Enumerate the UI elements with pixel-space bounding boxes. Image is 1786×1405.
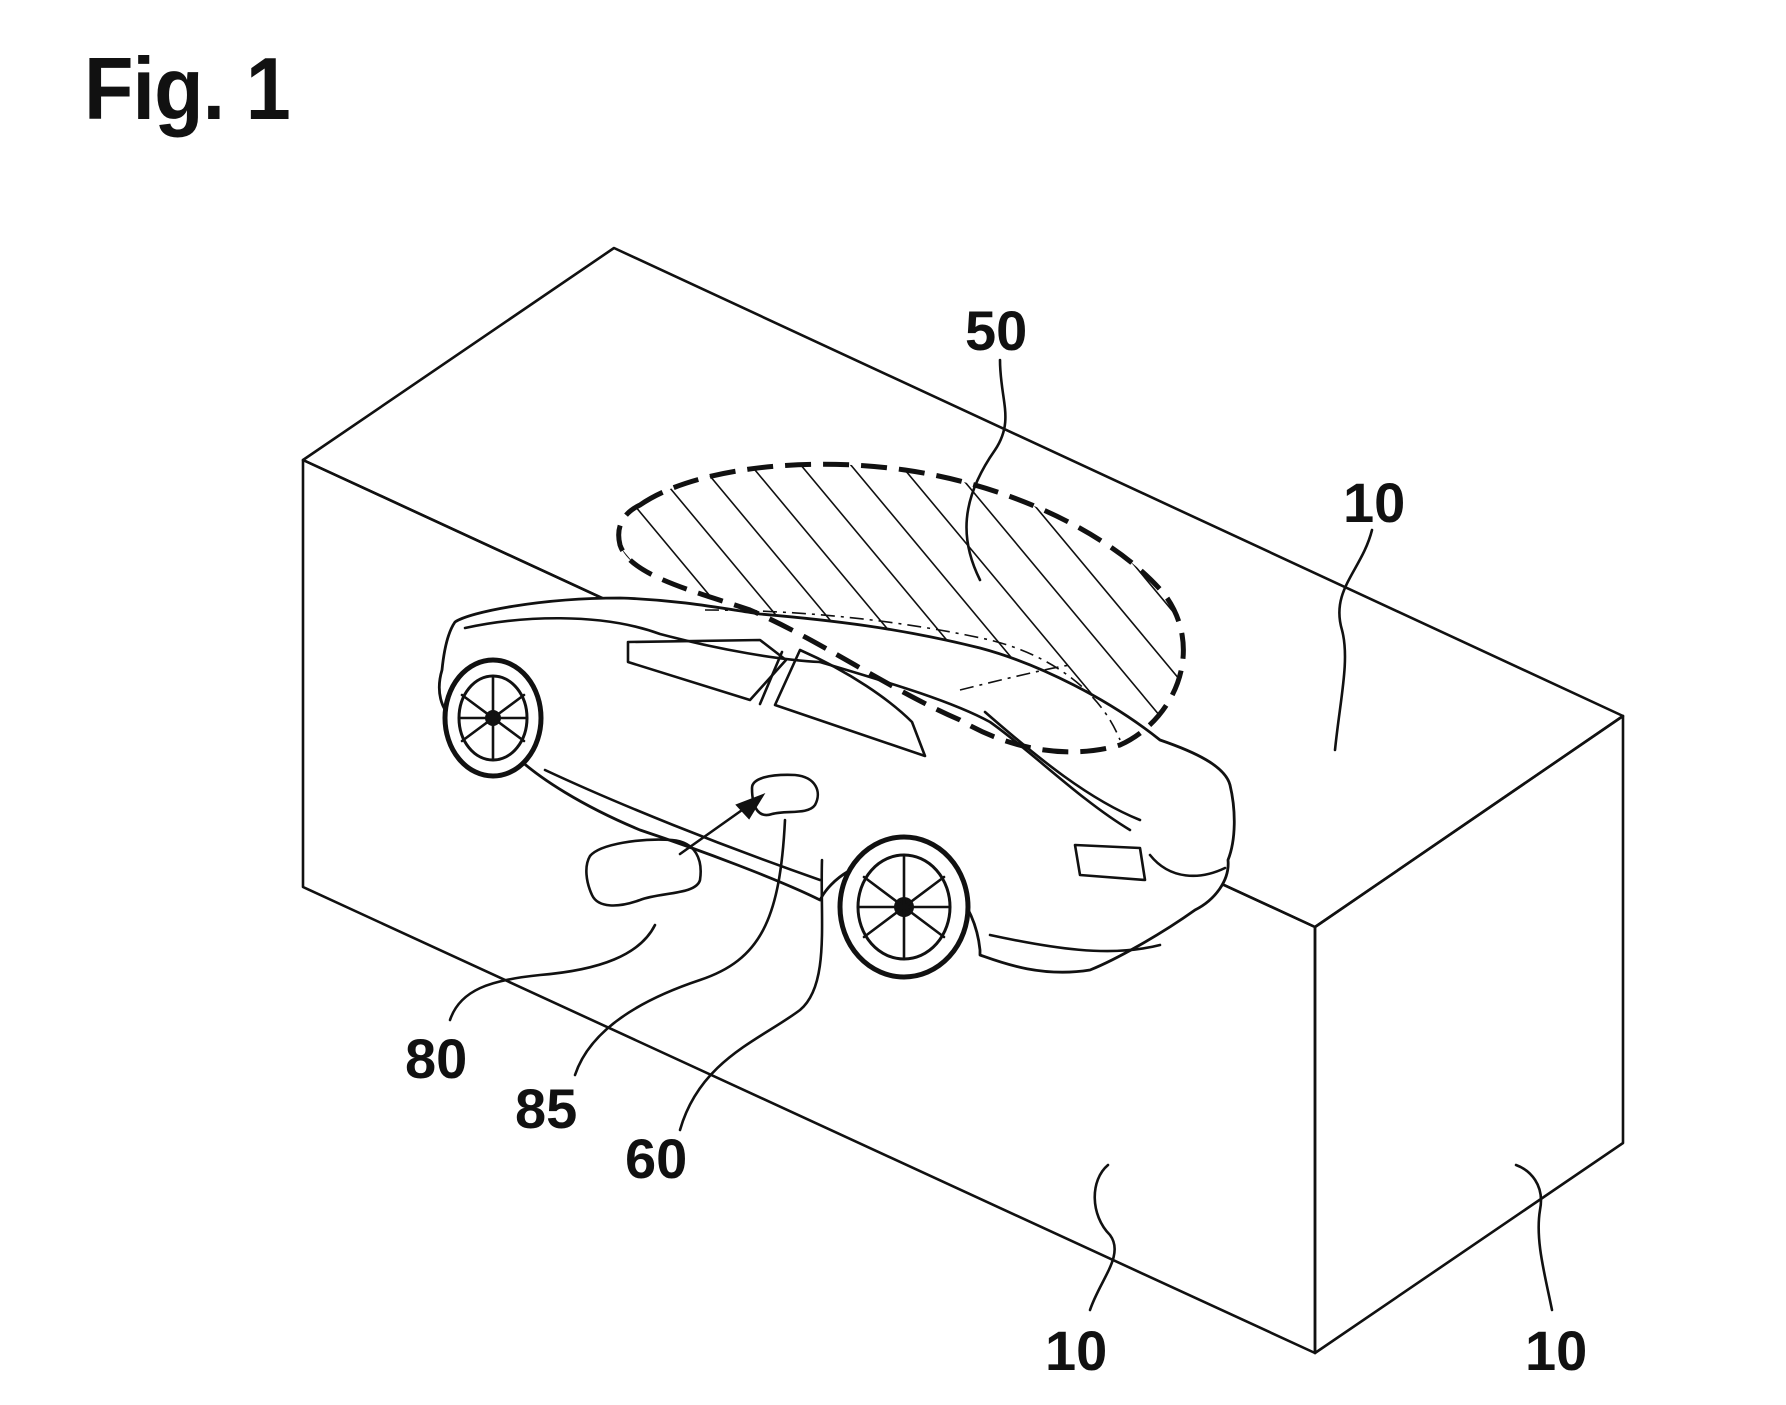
vehicle-lower-rear <box>988 933 1162 953</box>
leader-60 <box>678 858 824 1132</box>
label-85: 85 <box>515 1077 577 1140</box>
object-80-shape <box>585 838 702 907</box>
vehicle-front-side-window <box>626 638 788 702</box>
vehicle-tail-light <box>1073 843 1147 882</box>
leader-10-top <box>1333 528 1374 752</box>
box-side-face <box>1313 714 1625 1355</box>
vehicle-rear-bumper <box>1148 853 1227 878</box>
vehicle-b-pillar <box>758 650 784 706</box>
vehicle-beltline <box>463 616 822 664</box>
vehicle-hidden-rear-line <box>959 664 1071 691</box>
vehicle <box>437 596 1236 980</box>
leader-10-side <box>1514 1163 1554 1312</box>
label-10-side: 10 <box>1525 1319 1587 1382</box>
zone-50-outline <box>616 461 1186 755</box>
vehicle-front-wheel <box>442 657 544 779</box>
vehicle-rear-wheel <box>837 834 971 980</box>
label-10-top: 10 <box>1343 471 1405 534</box>
leader-10-front <box>1088 1163 1116 1312</box>
vehicle-rear-side-window <box>773 648 927 758</box>
label-60: 60 <box>625 1127 687 1190</box>
label-80: 80 <box>405 1027 467 1090</box>
object-85-shape <box>750 773 820 817</box>
leader-50 <box>965 358 1007 582</box>
leader-80 <box>448 923 657 1022</box>
vehicle-body <box>437 596 1236 974</box>
vehicle-rear-window-line <box>983 710 1142 822</box>
label-10-front: 10 <box>1045 1319 1107 1382</box>
leader-85 <box>573 818 787 1077</box>
figure-title: Fig. 1 <box>84 39 291 138</box>
label-50: 50 <box>965 299 1027 362</box>
movement-arrow <box>678 793 766 856</box>
